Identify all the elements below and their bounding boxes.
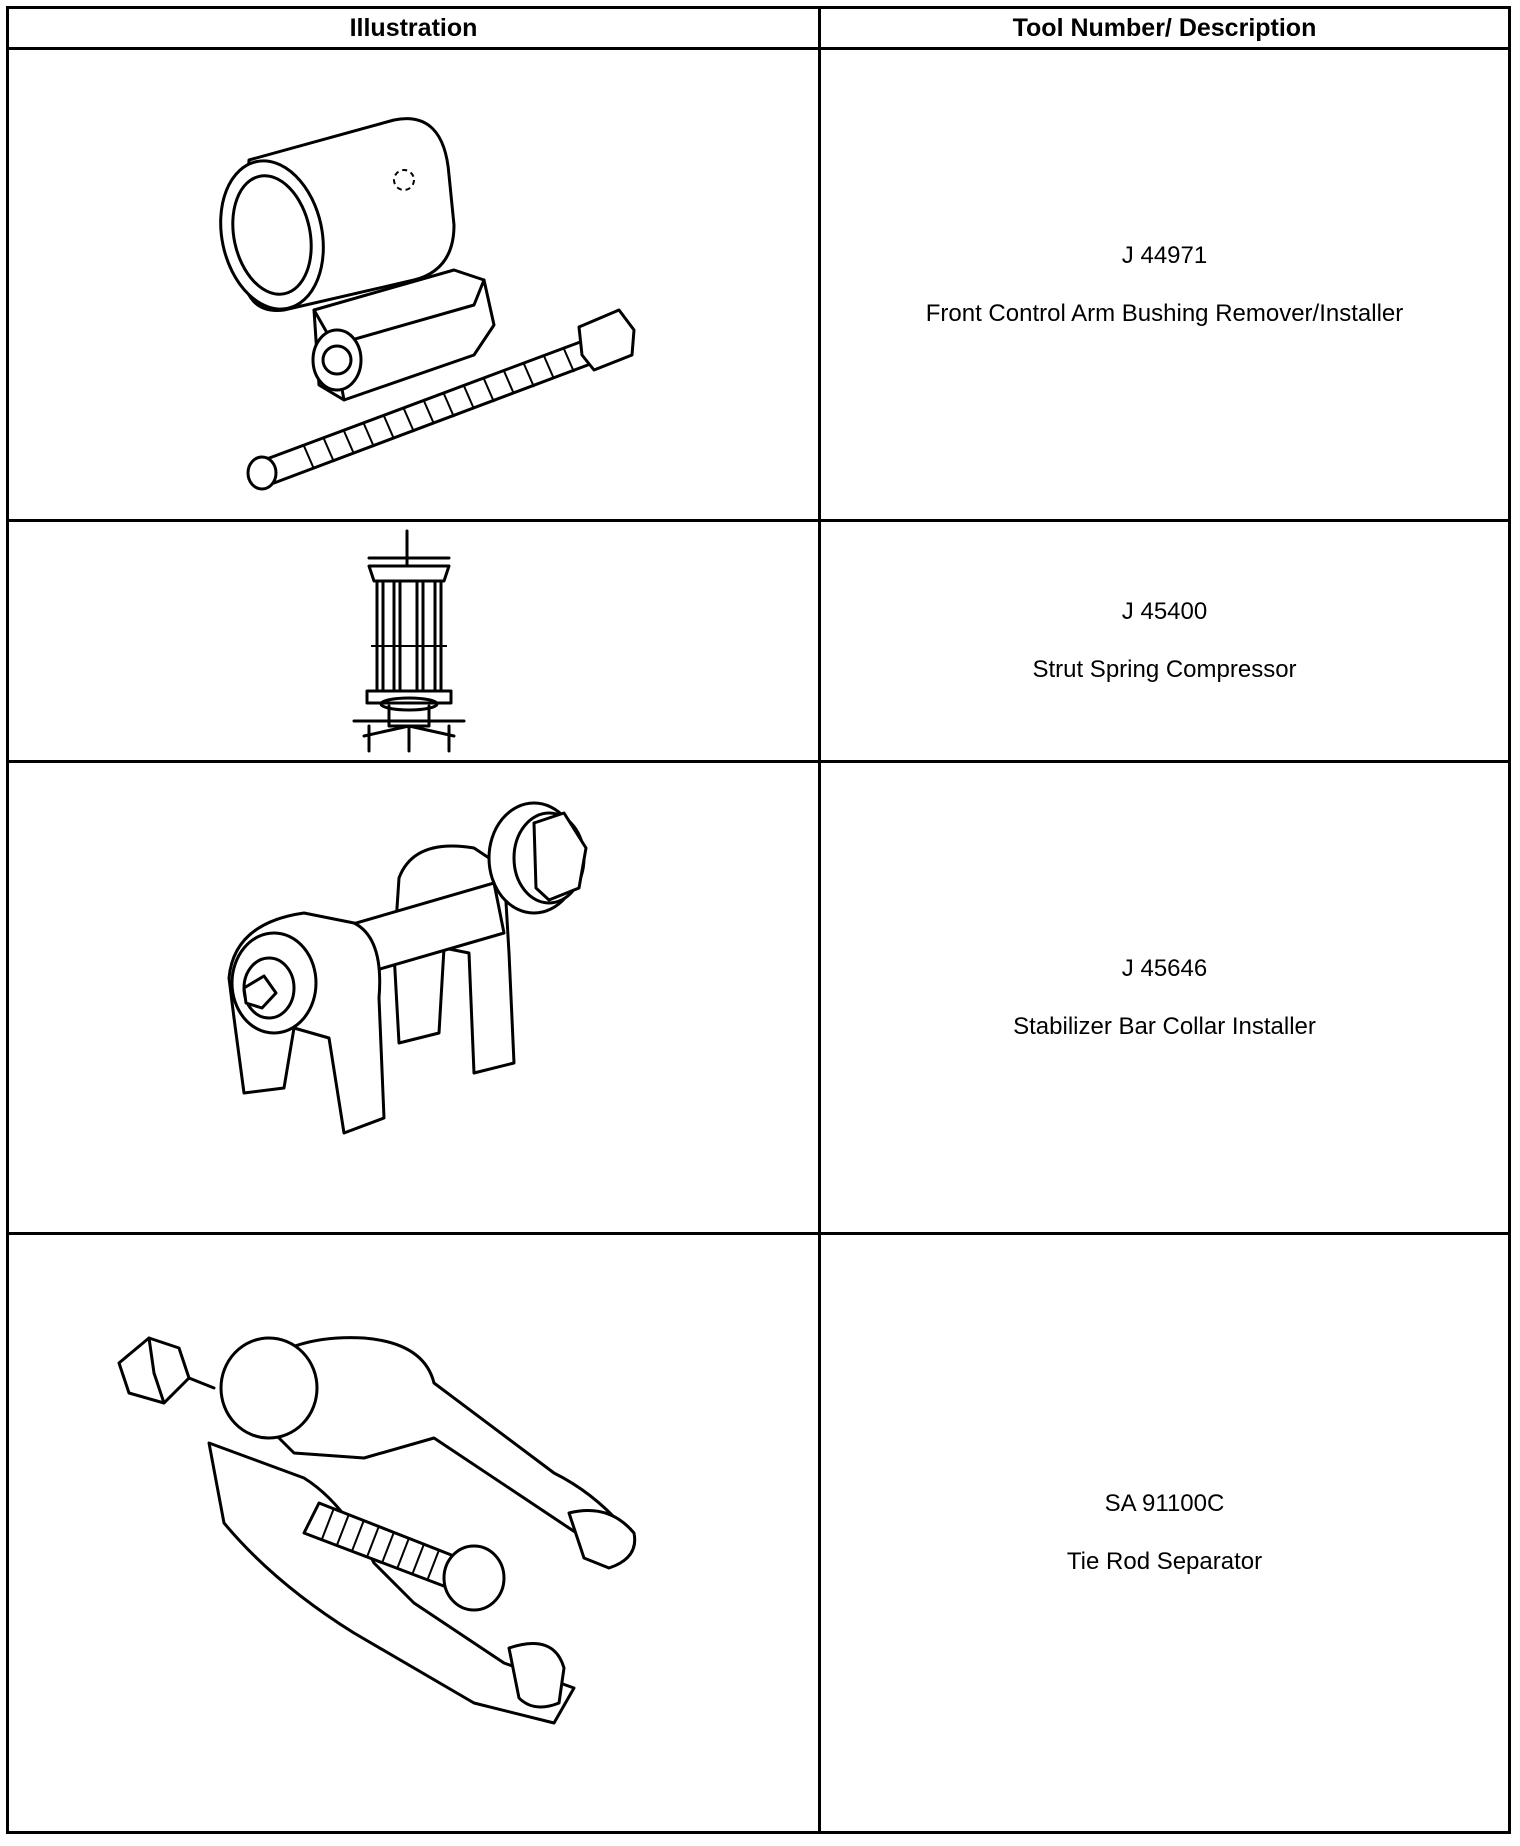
- tool-number: SA 91100C: [1104, 1490, 1225, 1517]
- collar-installer-illustration: [227, 801, 587, 1134]
- table-row: SA 91100C Tie Rod Separator: [6, 1232, 1511, 1834]
- tie-rod-separator-illustration: [117, 1336, 636, 1725]
- tool-name: Tie Rod Separator: [1066, 1548, 1263, 1575]
- strut-spring-compressor-illustration: [352, 529, 465, 753]
- tool-number: J 44971: [1121, 241, 1208, 269]
- tool-description-cell: J 44971 Front Control Arm Bushing Remove…: [818, 47, 1511, 522]
- table-row: J 44971 Front Control Arm Bushing Remove…: [6, 47, 1511, 522]
- table-row: J 45646 Stabilizer Bar Collar Installer: [6, 760, 1511, 1235]
- tool-description-cell: SA 91100C Tie Rod Separator: [818, 1232, 1511, 1834]
- header-illustration: Illustration: [6, 6, 821, 50]
- special-tools-table: Illustration Tool Number/ Description: [6, 6, 1511, 1834]
- tool-number: J 45646: [1121, 954, 1208, 982]
- tool-number: J 45400: [1121, 598, 1208, 625]
- table-header-row: Illustration Tool Number/ Description: [6, 6, 1511, 50]
- illustration-cell: [6, 1232, 821, 1834]
- illustration-cell: [6, 519, 821, 763]
- tool-name: Stabilizer Bar Collar Installer: [1013, 1012, 1316, 1040]
- tool-description-cell: J 45646 Stabilizer Bar Collar Installer: [818, 760, 1511, 1235]
- header-tool-description: Tool Number/ Description: [818, 6, 1511, 50]
- tool-name: Strut Spring Compressor: [1032, 656, 1297, 683]
- tool-description-cell: J 45400 Strut Spring Compressor: [818, 519, 1511, 763]
- illustration-cell: [6, 760, 821, 1235]
- table-row: J 45400 Strut Spring Compressor: [6, 519, 1511, 763]
- tool-name: Front Control Arm Bushing Remover/Instal…: [925, 299, 1404, 327]
- illustration-cell: [6, 47, 821, 522]
- bushing-remover-installer-illustration: [218, 116, 635, 490]
